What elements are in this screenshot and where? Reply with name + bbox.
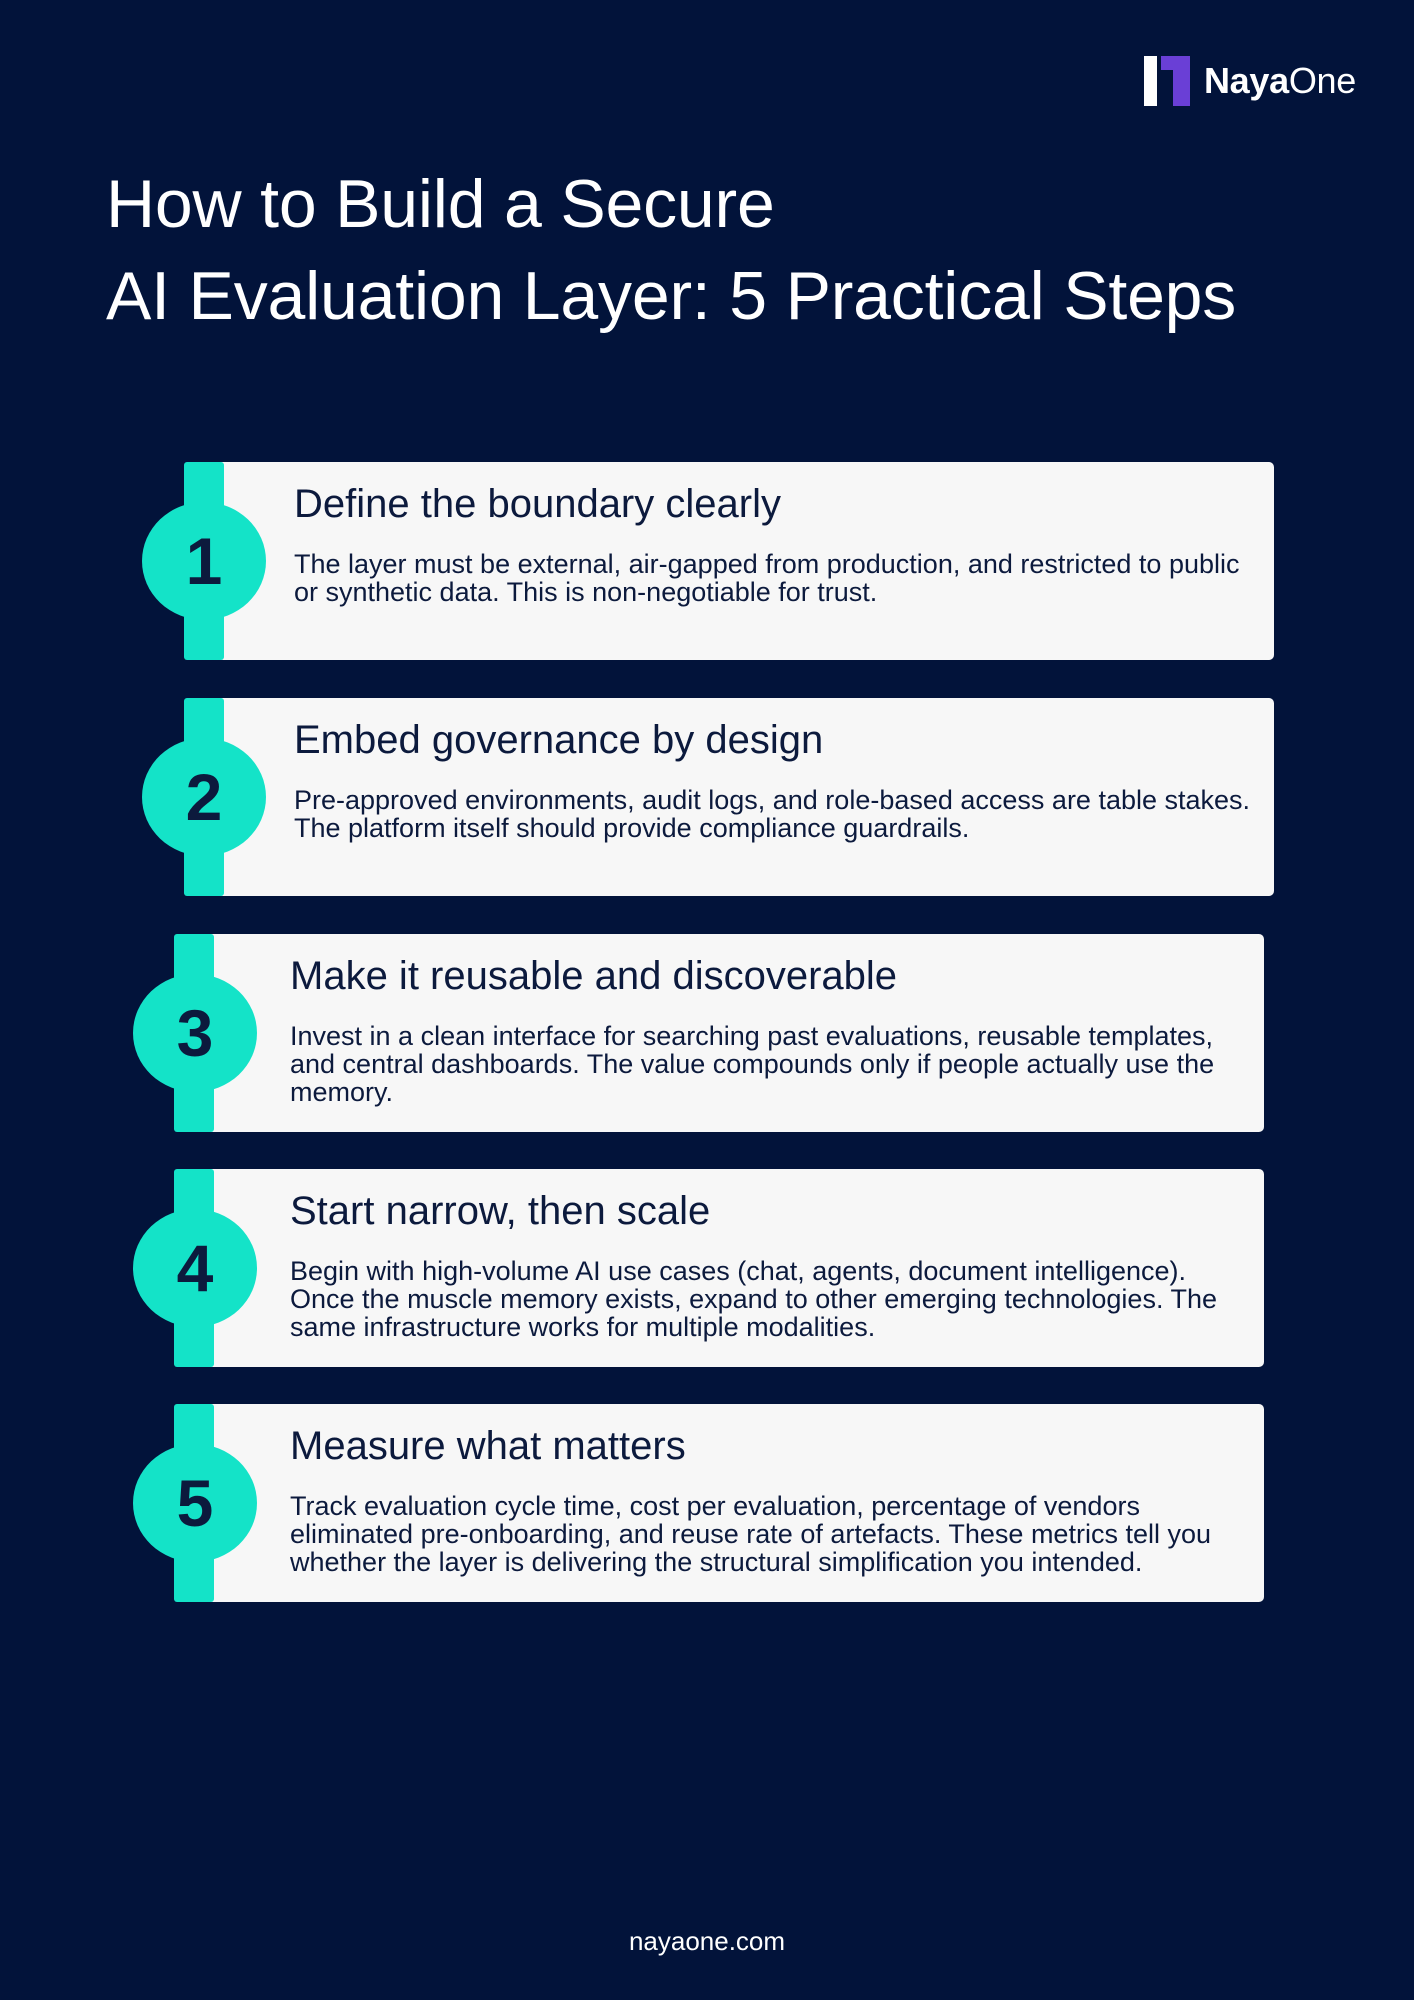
step-number-badge: 3	[133, 974, 257, 1092]
brand-logo: NayaOne	[1143, 56, 1356, 106]
step-number-badge: 5	[133, 1444, 257, 1562]
step-title: Start narrow, then scale	[290, 1189, 711, 1233]
step-title: Measure what matters	[290, 1424, 686, 1468]
step-description: The layer must be external, air-gapped f…	[294, 549, 1240, 607]
step-description: Begin with high-volume AI use cases (cha…	[290, 1256, 1217, 1342]
step-card: Make it reusable and discoverable Invest…	[174, 934, 1264, 1132]
step-card: Define the boundary clearly The layer mu…	[184, 462, 1274, 660]
step-title: Embed governance by design	[294, 718, 824, 762]
page-title-line-2: AI Evaluation Layer: 5 Practical Steps	[106, 258, 1237, 334]
step-card: Measure what matters Track evaluation cy…	[174, 1404, 1264, 1602]
step-card: Embed governance by design Pre-approved …	[184, 698, 1274, 896]
step-4: Start narrow, then scale Begin with high…	[132, 1169, 1264, 1367]
step-3: Make it reusable and discoverable Invest…	[132, 934, 1264, 1132]
brand-name-bold: Naya	[1203, 60, 1289, 101]
step-number-badge: 1	[142, 502, 266, 620]
step-2: Embed governance by design Pre-approved …	[140, 698, 1274, 896]
step-1: Define the boundary clearly The layer mu…	[140, 462, 1274, 660]
step-title: Make it reusable and discoverable	[290, 954, 898, 998]
step-description: Pre-approved environments, audit logs, a…	[294, 785, 1251, 843]
brand-wordmark: NayaOne	[1204, 60, 1356, 102]
step-card: Start narrow, then scale Begin with high…	[174, 1169, 1264, 1367]
step-description: Track evaluation cycle time, cost per ev…	[290, 1491, 1211, 1577]
step-number-badge: 2	[142, 738, 266, 856]
step-number-badge: 4	[133, 1209, 257, 1327]
step-title: Define the boundary clearly	[294, 482, 781, 526]
step-5: Measure what matters Track evaluation cy…	[132, 1404, 1264, 1602]
nayaone-logo-icon	[1143, 56, 1190, 106]
footer-url: nayaone.com	[628, 1926, 786, 1956]
page-title: How to Build a Secure AI Evaluation Laye…	[106, 158, 1236, 342]
step-description: Invest in a clean interface for searchin…	[290, 1021, 1215, 1107]
page-title-line-1: How to Build a Secure	[106, 166, 775, 242]
brand-name-light: One	[1288, 60, 1356, 101]
